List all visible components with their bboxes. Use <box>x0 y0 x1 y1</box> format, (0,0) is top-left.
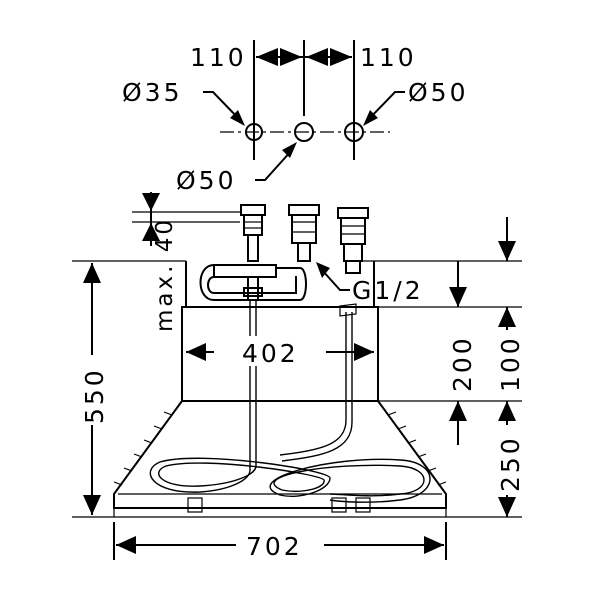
bracket-right <box>355 497 371 513</box>
valve-right-body <box>340 217 366 245</box>
max-label: max. 40 <box>152 217 178 332</box>
mixer-manifold <box>213 264 277 278</box>
thread-label: G1/2 <box>352 276 424 305</box>
valve-left-body <box>243 214 263 236</box>
valve-center-stem <box>297 242 311 262</box>
valve-center-body <box>291 214 317 244</box>
valve-center-cap <box>288 204 320 216</box>
diameter-center-label: Ø50 <box>176 166 237 195</box>
leader-arrow-left <box>230 110 245 126</box>
hole-left <box>245 123 263 141</box>
dimension-arrow-250-bottom <box>498 497 516 517</box>
dimension-arrows-402 <box>186 343 374 361</box>
dimension-arrow-250-top <box>498 401 516 421</box>
bracket-left <box>187 497 203 513</box>
valve-right-cap <box>337 207 369 219</box>
rim-height-label: 100 <box>496 335 525 392</box>
valve-right-stem <box>343 243 363 262</box>
mixer-pipe-loop <box>199 264 307 301</box>
serrations-left <box>113 411 173 486</box>
valve-left-stem <box>247 234 259 262</box>
leader-arrow-thread <box>316 262 330 278</box>
top-view: 110 110 Ø35 Ø50 Ø50 <box>122 40 469 195</box>
dimension-arrow-100-top <box>498 241 516 261</box>
dimension-arrows-left <box>256 48 302 66</box>
diameter-left-label: Ø35 <box>122 78 183 107</box>
dimension-arrows-right <box>306 48 352 66</box>
side-view: G1/2 max. 40 550 402 702 200 100 <box>72 192 525 561</box>
leader-thread <box>321 269 350 291</box>
valve-left-cap <box>240 204 266 216</box>
dimension-arrow-rim <box>449 287 467 307</box>
dimension-arrow-shoulder <box>449 401 467 421</box>
spacing-right-label: 110 <box>360 43 417 72</box>
total-height-label: 550 <box>80 367 109 424</box>
dimension-arrow-100-bottom <box>498 307 516 327</box>
total-width-label: 702 <box>246 532 303 561</box>
lower-housing-feet <box>113 508 447 517</box>
dimension-arrows-max <box>142 193 160 241</box>
leader-dia-right <box>367 91 405 121</box>
leader-dia-center <box>255 149 293 181</box>
upper-height-label: 200 <box>448 335 477 392</box>
serrations-right <box>387 411 447 486</box>
shower-hose <box>149 300 431 503</box>
hole-right <box>344 122 364 142</box>
hole-center <box>294 122 314 142</box>
leader-arrow-right <box>363 110 378 126</box>
leader-arrow-center <box>282 142 297 158</box>
lower-housing <box>113 400 447 509</box>
inner-width-label: 402 <box>242 339 299 368</box>
diameter-right-label: Ø50 <box>408 78 469 107</box>
spacing-left-label: 110 <box>190 43 247 72</box>
leader-dia-left <box>203 91 241 121</box>
mixer-assembly <box>199 204 369 301</box>
base-height-label: 250 <box>496 435 525 492</box>
bracket-mid <box>331 497 347 513</box>
upper-housing <box>181 261 379 402</box>
